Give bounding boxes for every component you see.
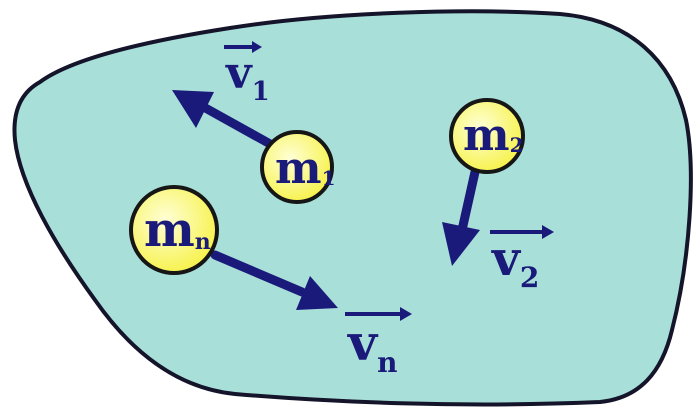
mass-label-1-main: m [275, 143, 322, 194]
mass-ball-n-circle [129, 185, 219, 275]
mass-label-n-main: m [144, 202, 195, 258]
velocity-arrow-1 [172, 90, 277, 150]
mass-label-2: m2 [463, 110, 523, 161]
velocity-label-1-main: v [225, 48, 253, 99]
mass-ball-1: m1 [260, 130, 335, 204]
velocity-label-1-sub: 1 [252, 77, 270, 107]
velocity-label-2-text: v2 [491, 231, 539, 294]
velocity-vector-tip-2 [542, 225, 554, 239]
velocity-vector-tip-1 [252, 41, 262, 53]
velocity-label-2-sub: 2 [520, 261, 539, 294]
velocity-label-2: v2 [490, 225, 554, 294]
mass-label-n-sub: n [195, 229, 211, 255]
mass-label-1: m1 [275, 143, 335, 194]
velocity-arrow-2-shaft [457, 167, 480, 235]
velocity-label-1-text: v1 [225, 48, 270, 107]
mass-label-n: mn [144, 202, 211, 258]
velocity-label-n: vn [345, 307, 412, 379]
velocity-vector-tip-n [400, 307, 412, 321]
velocity-arrow-1-head [172, 90, 214, 128]
velocity-arrow-n-head [296, 276, 338, 310]
mass-label-2-main: m [463, 110, 510, 161]
velocity-label-n-text: vn [347, 313, 397, 379]
mass-ball-1-circle [260, 130, 334, 204]
velocity-arrow-n [210, 250, 338, 310]
velocity-label-1: v1 [224, 41, 270, 107]
velocity-label-2-main: v [491, 231, 522, 287]
mass-label-2-sub: 2 [510, 133, 524, 157]
system-region [12, 9, 693, 407]
mass-ball-2-circle [449, 98, 525, 174]
velocity-arrow-1-shaft [195, 100, 277, 150]
velocity-arrow-2 [442, 167, 480, 266]
velocity-arrow-2-head [442, 222, 480, 266]
velocity-arrow-n-shaft [210, 250, 307, 297]
velocity-label-n-sub: n [377, 346, 397, 379]
mass-ball-n: mn [129, 185, 219, 275]
velocity-label-n-main: v [347, 313, 379, 372]
mass-label-1-sub: 1 [322, 166, 336, 190]
mass-ball-2: m2 [449, 98, 525, 174]
